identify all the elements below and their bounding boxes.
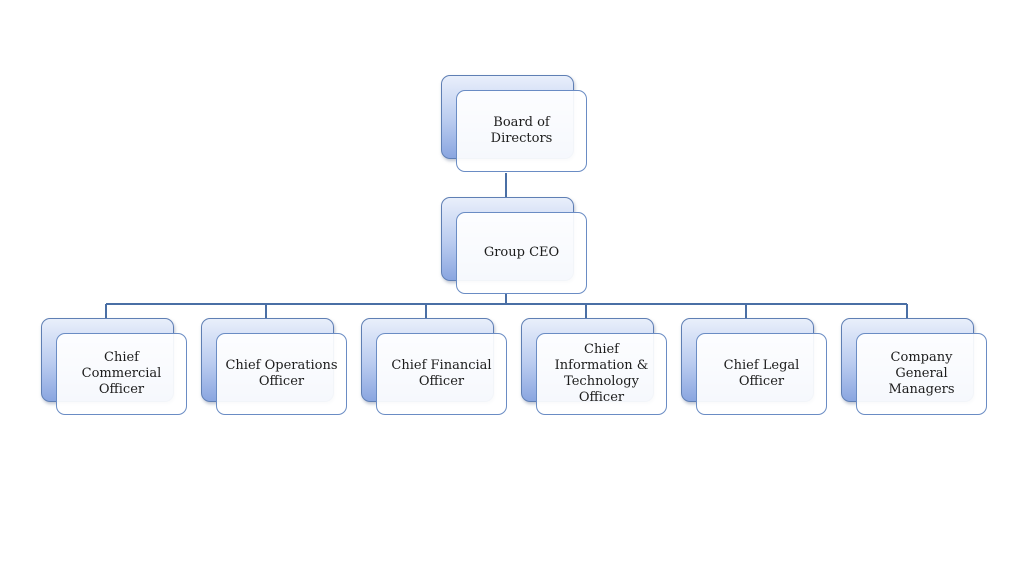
node-label: Chief Commercial Officer xyxy=(81,350,162,397)
node-label: Chief Operations Officer xyxy=(225,358,338,389)
node-front-card: Chief Legal Officer xyxy=(696,333,827,415)
node-label: Group CEO xyxy=(483,245,560,260)
node-label: Chief Information & Technology Officer xyxy=(554,342,649,405)
node-front-card: Group CEO xyxy=(456,212,587,294)
node-front-card: Board of Directors xyxy=(456,90,587,172)
node-label: Chief Financial Officer xyxy=(391,358,492,389)
node-label: Board of Directors xyxy=(490,115,553,146)
node-front-card: Company General Managers xyxy=(856,333,987,415)
node-front-card: Chief Commercial Officer xyxy=(56,333,187,415)
node-front-card: Chief Operations Officer xyxy=(216,333,347,415)
node-front-card: Chief Financial Officer xyxy=(376,333,507,415)
node-front-card: Chief Information & Technology Officer xyxy=(536,333,667,415)
node-label: Chief Legal Officer xyxy=(723,358,800,389)
node-label: Company General Managers xyxy=(888,350,955,397)
